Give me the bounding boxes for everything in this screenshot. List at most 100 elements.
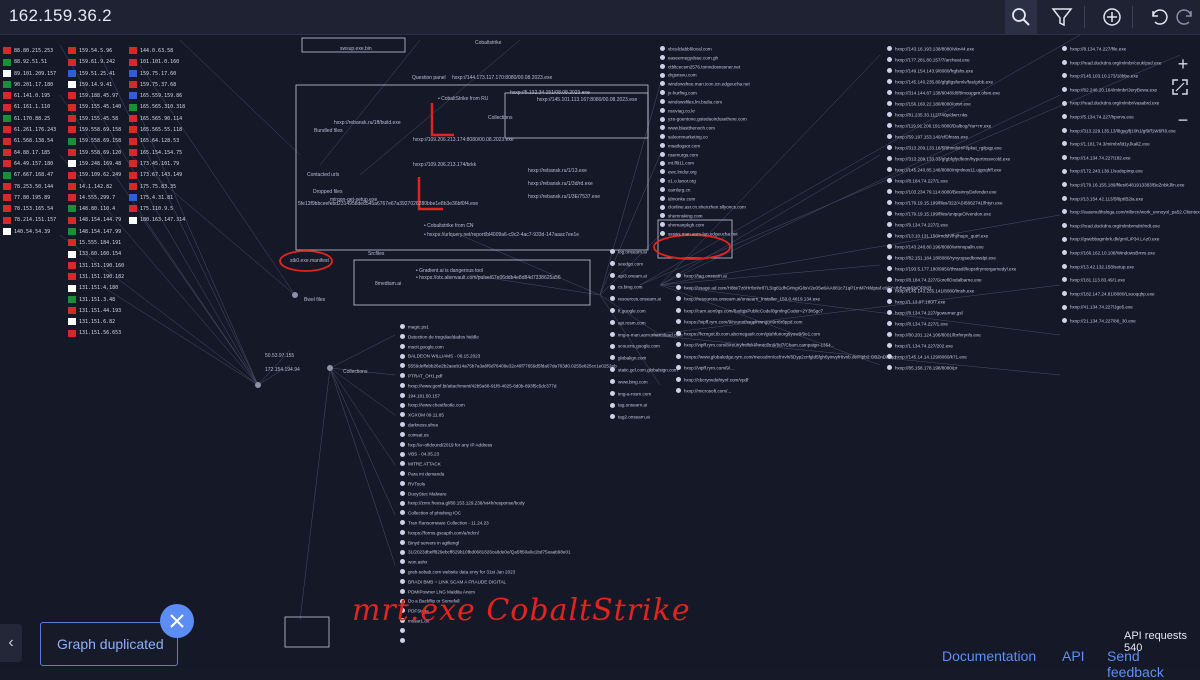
ip-node[interactable]: 173.67.143.149: [129, 166, 185, 179]
node-label[interactable]: mirqon-get-setup.exe: [330, 197, 378, 203]
ip-node[interactable]: 165.64.128.53: [129, 132, 185, 145]
node-label[interactable]: stk0.exe.manifest: [290, 258, 329, 264]
graph-node[interactable]: hxxp://59.197.153.140/cfDfnsss.exe: [887, 128, 1016, 140]
graph-node[interactable]: hxxp://62.246.20.164/mlmbr/JeryBewa.exe: [1062, 81, 1200, 95]
redo-button[interactable]: [1170, 0, 1200, 34]
node-label[interactable]: Contacted urls: [307, 172, 340, 178]
graph-node[interactable]: coinsat.es: [400, 426, 617, 438]
ip-node[interactable]: 88.92.51.51: [3, 53, 56, 66]
search-button[interactable]: [1005, 0, 1037, 34]
graph-node[interactable]: VBS - 04.05.23: [400, 445, 617, 457]
graph-node[interactable]: hxxp://8.134.74.227/1.exe: [887, 315, 1016, 327]
documentation-link[interactable]: Documentation: [942, 648, 1037, 664]
graph-node[interactable]: hxxp://tag.onsearn.ai: [676, 267, 932, 279]
graph-node[interactable]: tag.onsearn.ai: [610, 396, 683, 408]
graph-node[interactable]: hxxp://145.14.14.129/8080/k71.exe: [887, 348, 1016, 360]
node-label[interactable]: 5fe13f9bbceefebd2314958de8545a6767e67a39…: [298, 201, 479, 207]
graph-node[interactable]: hxxp://179.16.155.189/files/6481913383/B…: [1062, 176, 1200, 190]
node-label[interactable]: hxxp://145.101.113.167:8080/00.08.2023.e…: [537, 97, 638, 103]
graph-node[interactable]: yze-goentone.gutedaoirdusethere.com: [660, 110, 750, 122]
graph-node[interactable]: hxxp://166.162.10.108/WindowsBrnrs.exe: [1062, 244, 1200, 258]
ip-node[interactable]: 148.154.144.79: [68, 211, 124, 224]
ip-node[interactable]: 78.214.151.157: [3, 211, 56, 224]
graph-node[interactable]: greb-sobab.com website data enry for 31s…: [400, 563, 617, 575]
ip-node[interactable]: 131.151.6.82: [68, 313, 124, 326]
graph-node[interactable]: shemnsking.com: [660, 207, 750, 219]
ip-node[interactable]: 159.14.9.41: [68, 76, 124, 89]
graph-node[interactable]: hxxp://resources.onsearn.ai/onsearn_Inst…: [676, 290, 932, 302]
graph-node[interactable]: nsoviag.co.kr: [660, 102, 750, 113]
ip-node[interactable]: 133.60.160.154: [68, 245, 124, 258]
graph-node[interactable]: ft.google.com: [610, 302, 683, 314]
graph-node[interactable]: scoucns.google.com: [610, 337, 683, 349]
zoom-out-button[interactable]: −: [1172, 109, 1194, 131]
graph-node[interactable]: img-s-man.aom.sharmlead.com: [610, 326, 683, 338]
toast-close-button[interactable]: [160, 604, 194, 638]
graph-node[interactable]: api3.oneam.ai: [610, 267, 683, 279]
ip-node[interactable]: 131.151.3.48: [68, 291, 124, 303]
graph-node[interactable]: hxxp://143.16.193.138/8080/vkn44.exe: [887, 40, 1016, 52]
graph-node[interactable]: hxxp://143.248.80.196/8080/winnopalln.ex…: [887, 238, 1016, 250]
node-label[interactable]: • hxxps://otx.alienvault.com/pulse/67e06…: [416, 275, 561, 281]
fit-screen-button[interactable]: [1172, 79, 1194, 101]
ip-node[interactable]: 159.155.45.140: [68, 98, 124, 111]
graph-node[interactable]: hxxp://www.gonf.bi/attachment/42b5a68-91…: [400, 377, 617, 389]
graph-node[interactable]: Collection of phishing IOC: [400, 504, 617, 516]
graph-node[interactable]: hxxp://145.143.255.141/8080/lmsh.exe: [887, 282, 1016, 294]
graph-node[interactable]: hxxp://149.154.143.9/8080/frgfshs.exe: [887, 62, 1016, 74]
ip-node[interactable]: 64.88.17.185: [3, 144, 56, 156]
graph-node[interactable]: resources.onsearn.ai: [610, 290, 683, 302]
graph-node[interactable]: www.bing.com: [610, 373, 683, 385]
graph-node[interactable]: hxxp://103.234.79.114:8080/BesinnyDefend…: [887, 183, 1016, 195]
graph-node[interactable]: XGXOM 09.11.85: [400, 406, 617, 418]
graph-node[interactable]: hxxps://forms.gscapth.com/a/ndcn/: [400, 524, 617, 535]
graph-node[interactable]: easeernegydsse.com.gh: [660, 49, 750, 61]
ip-node[interactable]: 175.75.83.35: [129, 178, 185, 190]
ip-node[interactable]: 159.248.169.48: [68, 155, 124, 168]
graph-node[interactable]: windowsfree.man.icon.icn.edgeucha.net: [660, 75, 750, 87]
graph-node[interactable]: won.ashx: [400, 553, 617, 565]
graph-node[interactable]: hxxp://13.10.131.150/rndsh/fhj/hupx_qutr…: [887, 227, 1016, 239]
graph-node[interactable]: hxxp://vipff.ryrn.com/8/reunyfnt/ldi-l/h…: [676, 336, 932, 348]
graph-node[interactable]: globalign.com: [610, 349, 683, 361]
graph-node[interactable]: hxxp://172.243.136.1/sudopimp.exe: [1062, 162, 1200, 176]
ip-node[interactable]: 159.75.37.68: [129, 76, 185, 89]
node-label[interactable]: hxxp://rebansk.ru/1/3d/rd.exe: [528, 181, 593, 187]
graph-node[interactable]: hxxp://cam.aon9gs.com/8adqjsPublicCode/8…: [676, 302, 932, 314]
ip-node[interactable]: 165.565.90.114: [129, 110, 185, 123]
graph-node[interactable]: PDFStella: [400, 602, 617, 614]
ip-node[interactable]: 148.154.147.99: [68, 223, 124, 236]
graph-node[interactable]: x1.o.lanor.org: [660, 172, 750, 184]
graph-node[interactable]: hxxp://5.134.74.227/hpxrvs.exe: [1062, 108, 1200, 122]
node-label[interactable]: Bundled files: [314, 128, 343, 134]
node-label[interactable]: 50.53.97.155: [265, 353, 295, 359]
node-label[interactable]: hxxp://144.173.117.170:8080/00.08.2023.e…: [452, 75, 553, 81]
node-label[interactable]: hxxp://5.132.34.151/08.08.2023.exe: [510, 90, 590, 96]
graph-node[interactable]: hxp://a~ofidound/2019 for any IP Address: [400, 436, 617, 447]
graph-node[interactable]: darkness.sfree: [400, 416, 617, 428]
graph-node[interactable]: hxxps://www.globaledge.ryrn.com/mecedrm/…: [676, 348, 932, 360]
graph-node[interactable]: magic.ps1: [400, 318, 617, 330]
node-label[interactable]: Cobaltstrike: [475, 40, 502, 46]
graph-node[interactable]: hxxp://193.5.177.180/9950/thrasdt/kopsrl…: [887, 260, 1016, 272]
graph-node[interactable]: mssar1.dll: [400, 612, 617, 624]
graph-node[interactable]: windowsfiles.lm.bsdia.com: [660, 93, 750, 105]
node-label[interactable]: • hxxps://urlquery.net/report/bl4009a6-c…: [424, 232, 580, 238]
ip-node[interactable]: 78.253.50.144: [3, 178, 56, 190]
graph-node[interactable]: BRADI BMB ~ LINK SCAM A FRAUDE DIGITAL: [400, 573, 617, 584]
ip-node[interactable]: 131.151.44.193: [68, 302, 124, 315]
graph-node[interactable]: hxxp://usage.ad.com/H8bi/7z8HHbnhr87LStg…: [676, 279, 932, 291]
ip-node[interactable]: 159.558.69.120: [68, 144, 124, 156]
graph-node[interactable]: tag2.onsearn.ai: [610, 408, 683, 420]
graph-node[interactable]: hxxp://85.158.178.198/8080/pr: [887, 359, 1016, 371]
graph-hub-node[interactable]: [292, 292, 298, 298]
ip-node[interactable]: 165.565.310.318: [129, 98, 185, 111]
ip-node[interactable]: 159.109.62.249: [68, 166, 124, 179]
node-label[interactable]: 8medtam.ai: [375, 281, 402, 287]
ip-node[interactable]: 61.161.1.110: [3, 98, 56, 111]
ip-node[interactable]: 131.151.190.182: [68, 268, 124, 281]
ip-node[interactable]: 144.0.63.58: [129, 42, 185, 55]
graph-node[interactable]: MITRE ATTACK: [400, 455, 617, 467]
graph-node[interactable]: clonline.asr.cn.shenzhen.sllyoncs.com: [660, 198, 750, 210]
graph-node[interactable]: hxxp://21.134.74.227/88_30.exe: [1062, 312, 1200, 326]
